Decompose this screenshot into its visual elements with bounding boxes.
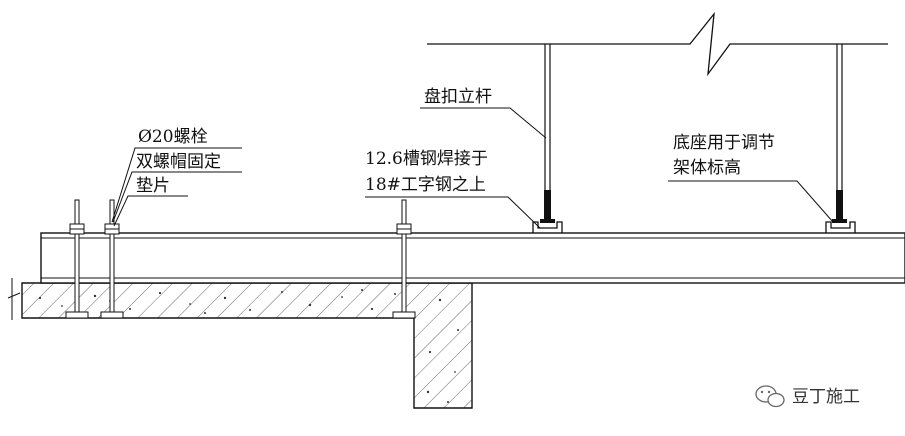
leader-bolt	[111, 147, 242, 223]
i-beam	[40, 232, 905, 284]
watermark-text: 豆丁施工	[792, 387, 860, 407]
leader-lines	[111, 107, 834, 229]
scaffold-pole-2	[832, 44, 847, 223]
leader-channel	[365, 196, 541, 229]
anchor-bolt-3	[392, 199, 416, 319]
top-boundary-line	[427, 11, 888, 77]
leader-pole	[420, 107, 547, 139]
watermark: 豆丁施工	[755, 385, 860, 408]
scaffold-pole-1	[540, 44, 555, 223]
label-channel-line1: 12.6槽钢焊接于	[365, 149, 488, 169]
anchor-bolt-2	[100, 199, 124, 319]
label-double-nut: 双螺帽固定	[136, 152, 221, 172]
label-channel-line2: 18#工字钢之上	[365, 175, 486, 195]
label-pole: 盘扣立杆	[424, 87, 492, 107]
label-base-line1: 底座用于调节	[673, 133, 775, 153]
channel-steel-2	[825, 221, 856, 233]
label-bolt: Ø20螺栓	[138, 127, 208, 147]
leader-washer	[113, 195, 188, 227]
label-washer: 垫片	[136, 176, 170, 196]
leader-base	[668, 180, 834, 223]
anchor-bolt-1	[65, 199, 89, 319]
label-base-line2: 架体标高	[673, 158, 741, 178]
channel-steel-1	[532, 221, 563, 233]
leader-double-nut	[112, 171, 242, 223]
wechat-icon	[755, 385, 785, 408]
